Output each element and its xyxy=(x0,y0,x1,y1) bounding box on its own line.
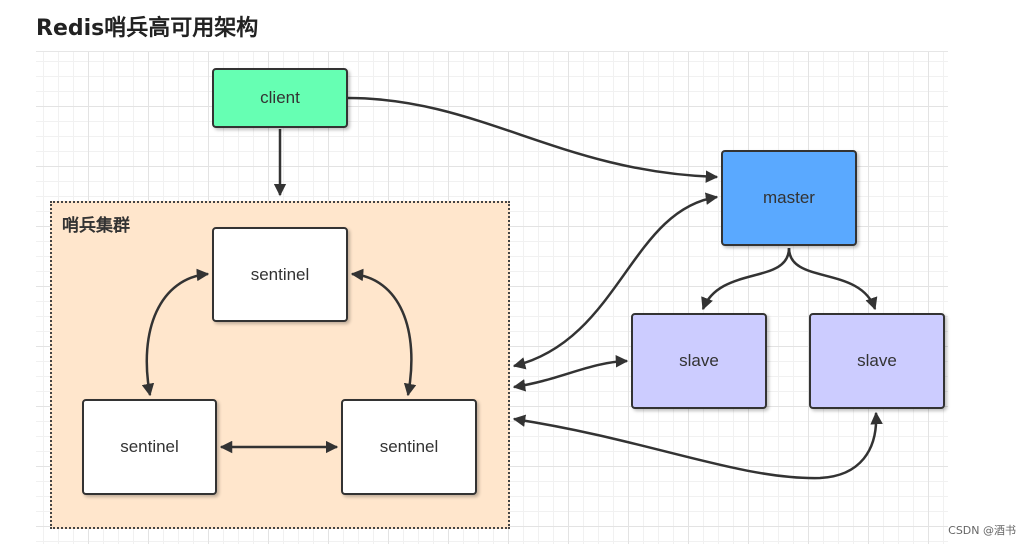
edge-master-slave1 xyxy=(701,247,791,311)
edge-client-master xyxy=(347,96,719,183)
slave-2-label: slave xyxy=(857,351,897,370)
sentinel-top-node: sentinel xyxy=(212,227,348,322)
master-node: master xyxy=(721,150,857,246)
sentinel-cluster-label: 哨兵集群 xyxy=(62,216,130,236)
edge-cluster-slave1 xyxy=(512,355,629,392)
sentinel-left-label: sentinel xyxy=(120,437,179,456)
edge-sentinel-top-right xyxy=(350,268,417,397)
slave-1-label: slave xyxy=(679,351,719,370)
edge-sentinel-top-left xyxy=(141,268,210,397)
master-label: master xyxy=(763,188,815,207)
page-title: Redis哨兵高可用架构 xyxy=(36,16,259,41)
edge-cluster-master xyxy=(512,192,719,370)
client-label: client xyxy=(260,88,300,107)
slave-node-2: slave xyxy=(809,313,945,409)
sentinel-right-label: sentinel xyxy=(379,437,439,456)
slave-node-1: slave xyxy=(631,313,767,409)
client-node: client xyxy=(212,68,348,128)
watermark: CSDN @酒书 xyxy=(948,524,1016,537)
sentinel-right-node: sentinel xyxy=(341,399,477,495)
edge-master-slave2 xyxy=(787,247,878,311)
edge-cluster-slave2 xyxy=(512,411,883,480)
sentinel-left-node: sentinel xyxy=(82,399,217,495)
sentinel-top-label: sentinel xyxy=(250,264,310,284)
